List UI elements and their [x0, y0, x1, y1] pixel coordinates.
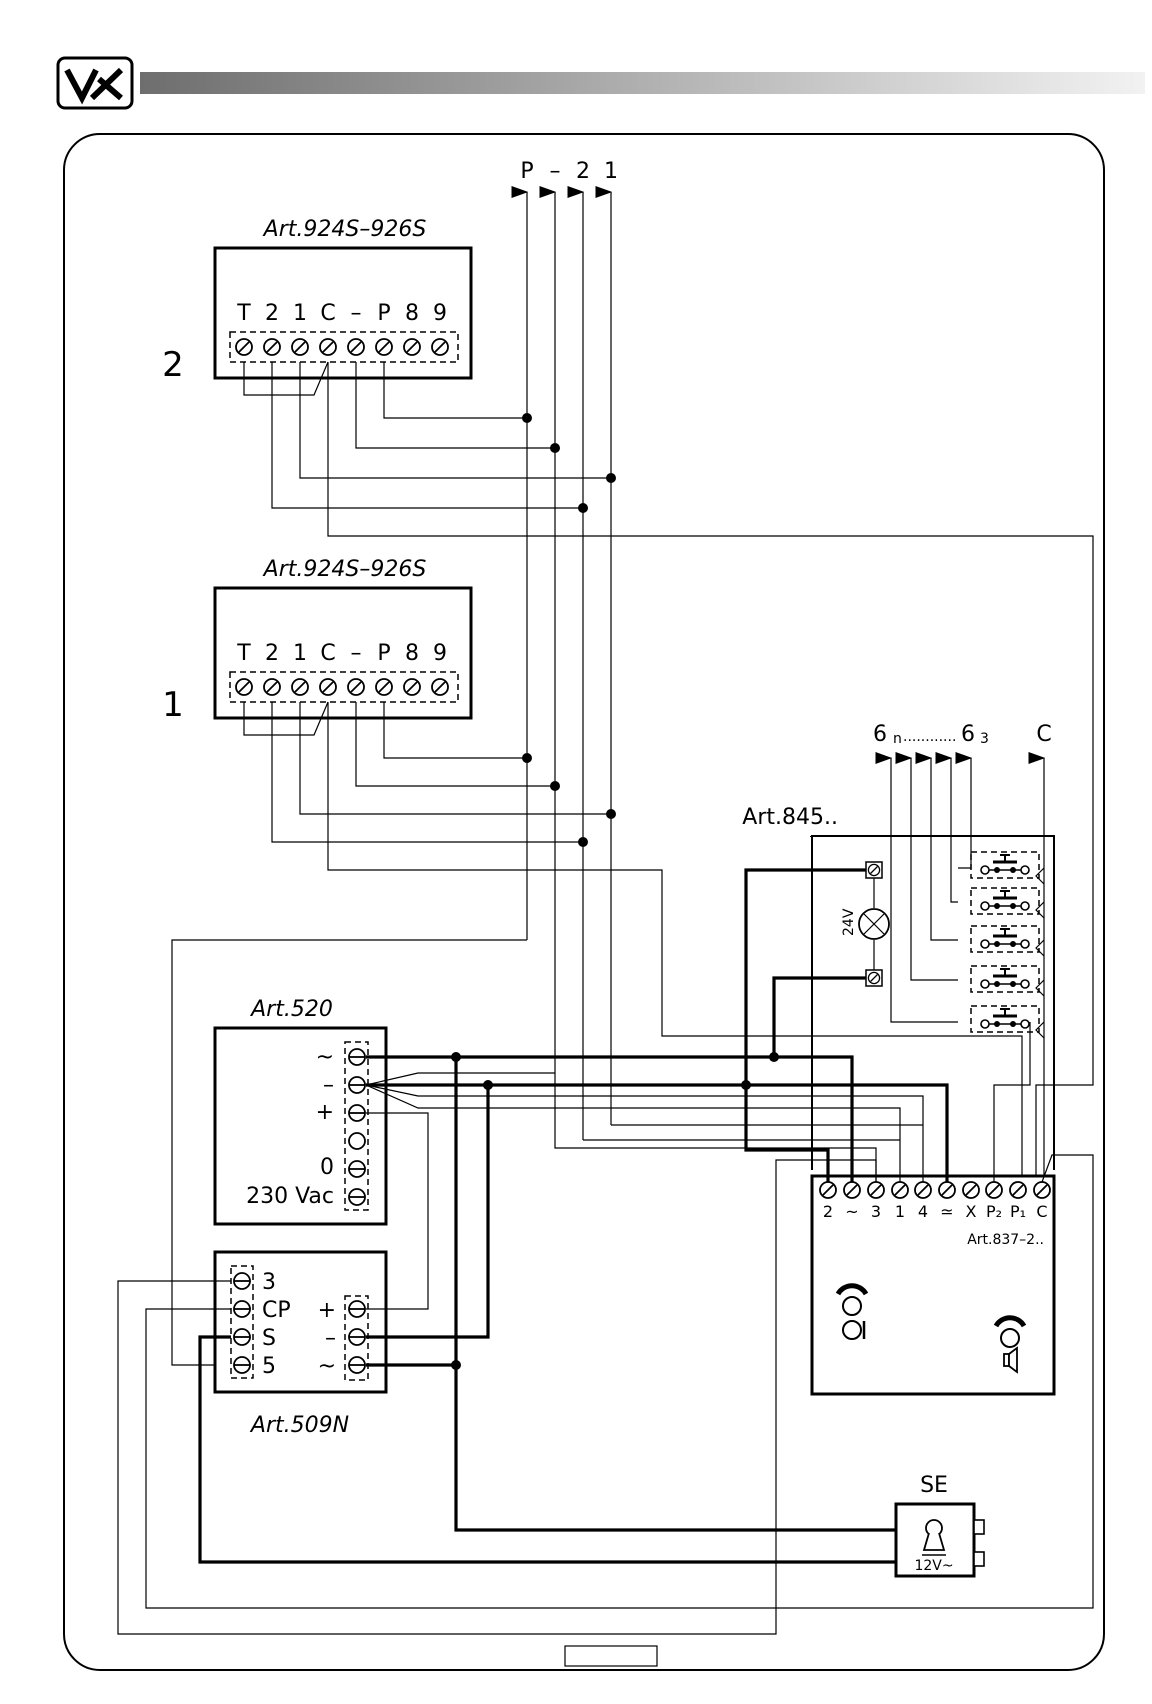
monitor-2-terminal-label: 2 — [265, 301, 279, 326]
monitor-2-terminal-label: T — [236, 301, 251, 326]
art520-voltage: 230 Vac — [246, 1184, 334, 1209]
art509-right-label: + — [318, 1298, 336, 1323]
monitor-2: Art.924S–926S 2 T 2 1 C – P 8 9 — [162, 217, 471, 385]
monitor-1-terminal-label: C — [320, 641, 335, 666]
lock-label: SE — [920, 1473, 948, 1498]
bus-label-minus: – — [550, 159, 561, 184]
monitor-1-terminal-label: – — [351, 641, 362, 666]
art837-terminal-label: X — [966, 1202, 977, 1221]
art845-output-first: 6 — [873, 722, 887, 747]
monitor-1-title: Art.924S–926S — [262, 557, 427, 582]
art837-terminal-label: P₂ — [986, 1202, 1002, 1221]
logo-box — [58, 58, 132, 108]
art837-title: Art.837–2.. — [967, 1232, 1044, 1248]
monitor-2-number: 2 — [162, 345, 184, 385]
art845-output-common: C — [1036, 722, 1051, 747]
art845-output-last: 6 — [961, 722, 975, 747]
art509-right-label: ~ — [318, 1354, 336, 1379]
art509-left-label: CP — [262, 1298, 291, 1323]
wire-lamp-bottom — [774, 978, 866, 1056]
art837-terminal-label: 1 — [895, 1202, 905, 1221]
monitor-2-terminal-label: – — [351, 301, 362, 326]
art845-lamp-label: 24V — [841, 908, 857, 936]
bus-label-2: 2 — [576, 159, 590, 184]
art845-output-first-sub: n — [893, 731, 902, 747]
art509-left-label: S — [262, 1326, 276, 1351]
art845-output-dots: ............ — [903, 729, 956, 745]
header-bar — [140, 72, 1145, 94]
art520-terminal-label: – — [323, 1073, 334, 1098]
art837: 2 ~ 3 1 4 ≃ X P₂ P₁ C Art.837–2.. — [812, 1176, 1054, 1394]
art845-box — [812, 836, 1054, 1170]
art837-terminal-label: 2 — [823, 1202, 833, 1221]
art520: Art.520 ~ – + 0 230 Vac — [215, 997, 386, 1224]
art509-left-label: 5 — [262, 1354, 276, 1379]
electric-lock: SE 12V~ — [896, 1473, 984, 1576]
art520-terminal-label: 0 — [320, 1155, 334, 1180]
monitor-1: Art.924S–926S 1 T 2 1 C – P 8 9 — [162, 557, 471, 725]
art520-title: Art.520 — [249, 997, 333, 1022]
monitor-1-number: 1 — [162, 685, 184, 725]
bus-wires — [527, 192, 611, 1140]
art837-terminal-label: P₁ — [1010, 1202, 1026, 1221]
art845-push-buttons — [971, 852, 1039, 1032]
monitor-1-terminal-label: T — [236, 641, 251, 666]
art509-title: Art.509N — [249, 1413, 349, 1438]
bus-label-1: 1 — [604, 159, 618, 184]
art837-terminal-label: C — [1036, 1202, 1047, 1221]
lock-voltage: 12V~ — [914, 1558, 953, 1574]
art509-right-label: – — [325, 1326, 336, 1351]
monitor-2-terminal-label: C — [320, 301, 335, 326]
page-tab — [565, 1646, 657, 1666]
monitor-2-terminal-label: 8 — [405, 301, 419, 326]
art845-title: Art.845.. — [742, 805, 838, 830]
monitor-1-terminal-label: 1 — [293, 641, 307, 666]
header — [58, 58, 1145, 108]
monitor-2-title: Art.924S–926S — [262, 217, 427, 242]
monitor-1-terminal-label: 9 — [433, 641, 447, 666]
art509: Art.509N 3 CP S 5 + – ~ — [215, 1252, 386, 1438]
art845-lamp: 24V — [841, 862, 889, 986]
art845-output-last-sub: 3 — [980, 731, 989, 747]
art837-terminal-label: 4 — [918, 1202, 928, 1221]
monitor-1-terminal-label: 8 — [405, 641, 419, 666]
art837-terminal-label: 3 — [871, 1202, 881, 1221]
art520-terminal-label: + — [316, 1100, 334, 1125]
art520-terminal-label: ~ — [316, 1045, 334, 1070]
art837-terminal-label: ≃ — [940, 1202, 953, 1221]
bus-labels: P – 2 1 — [520, 159, 618, 184]
monitor-2-terminal-label: 9 — [433, 301, 447, 326]
monitor-2-terminal-label: P — [377, 301, 390, 326]
monitor-1-terminal-label: 2 — [265, 641, 279, 666]
art845-panel: Art.845.. 6 n ............ 6 3 C — [742, 722, 1054, 1190]
art509-left-label: 3 — [262, 1270, 276, 1295]
monitor-1-terminal-label: P — [377, 641, 390, 666]
bus-label-p: P — [520, 159, 533, 184]
art837-terminal-label: ~ — [845, 1202, 858, 1221]
monitor-2-terminal-label: 1 — [293, 301, 307, 326]
